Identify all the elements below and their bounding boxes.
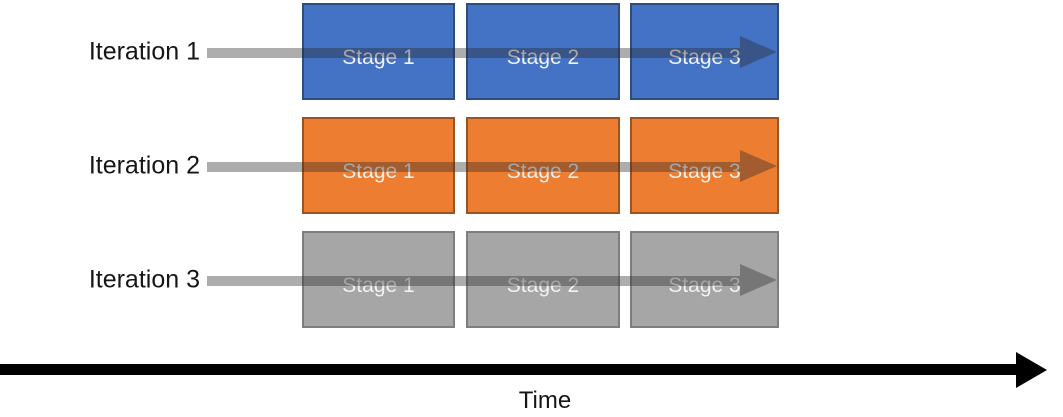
- iteration-2-stage-1-label: Stage 1: [342, 159, 415, 183]
- iteration-3-stage-2-label: Stage 2: [506, 273, 580, 297]
- iteration-3-stage-1-label: Stage 1: [342, 273, 415, 297]
- iteration-3-label: Iteration 3: [88, 265, 200, 293]
- iteration-3-stage-3-label: Stage 3: [668, 273, 741, 297]
- iteration-2-stage-3-box: Stage 3: [630, 117, 779, 214]
- iteration-3-stage-1-box: Stage 1: [302, 231, 455, 328]
- time-axis-arrow-head-icon: [1016, 352, 1047, 388]
- row-iteration-1: Iteration 1 Stage 1 Stage 2 Stage 3: [0, 3, 1063, 100]
- iteration-1-label: Iteration 1: [88, 37, 200, 65]
- iteration-3-arrow-shaft: [207, 276, 740, 286]
- iteration-1-arrow-shaft: [207, 48, 740, 58]
- iteration-1-stage-3-box: Stage 3: [630, 3, 779, 100]
- iteration-2-arrow-head-icon: [740, 150, 777, 182]
- iteration-2-stage-2-label: Stage 2: [506, 159, 580, 183]
- row-iteration-3: Iteration 3 Stage 1 Stage 2 Stage 3: [0, 231, 1063, 328]
- iteration-3-arrow-head-icon: [740, 264, 777, 296]
- iteration-1-stage-1-box: Stage 1: [302, 3, 455, 100]
- iteration-1-stage-1-label: Stage 1: [342, 45, 415, 69]
- time-axis-label: Time: [518, 387, 572, 414]
- iteration-1-arrow-head-icon: [740, 36, 777, 68]
- iteration-3-stage-2-box: Stage 2: [466, 231, 620, 328]
- iteration-2-label: Iteration 2: [88, 151, 200, 179]
- iteration-2-stage-1-box: Stage 1: [302, 117, 455, 214]
- row-iteration-2: Iteration 2 Stage 1 Stage 2 Stage 3: [0, 117, 1063, 214]
- iteration-2-arrow-shaft: [207, 162, 740, 172]
- time-axis-line: [0, 364, 1016, 375]
- iteration-3-stage-3-box: Stage 3: [630, 231, 779, 328]
- iteration-1-stage-3-label: Stage 3: [668, 45, 741, 69]
- iteration-2-stage-3-label: Stage 3: [668, 159, 741, 183]
- iteration-1-stage-2-label: Stage 2: [506, 45, 580, 69]
- iteration-1-stage-2-box: Stage 2: [466, 3, 620, 100]
- iteration-2-stage-2-box: Stage 2: [466, 117, 620, 214]
